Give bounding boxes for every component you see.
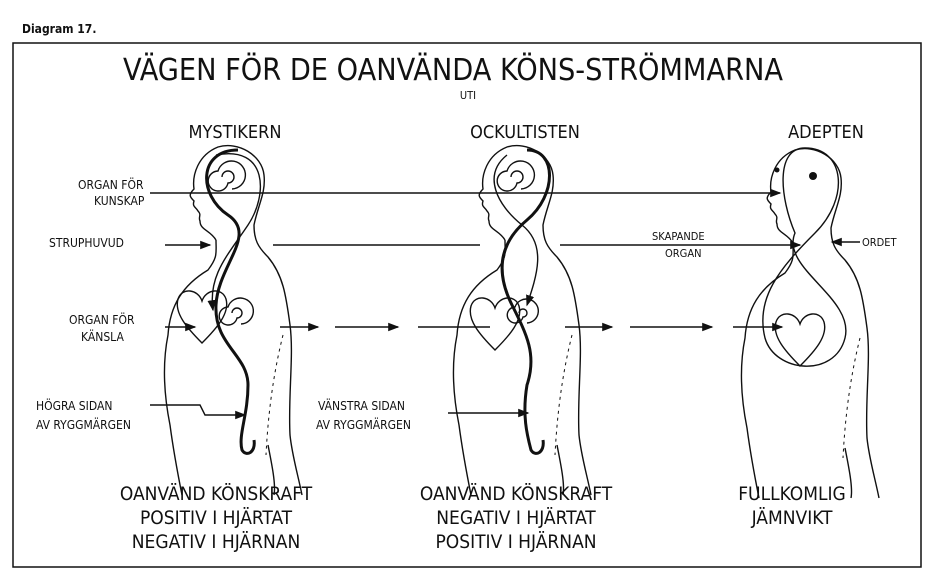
figure-mystikern — [163, 144, 303, 496]
subtitle: UTI — [460, 89, 476, 102]
caption-ockultisten-2: NEGATIV I HJÄRTAT — [436, 506, 596, 529]
heading-mystikern: MYSTIKERN — [188, 122, 281, 143]
label-organ-kunskap: ORGAN FÖR — [78, 176, 144, 192]
label-organ-kansla: ORGAN FÖR — [69, 311, 135, 327]
label-hogra-sidan-2: AV RYGGMÄRGEN — [36, 417, 131, 432]
diagram-label: Diagram 17. — [22, 22, 96, 36]
caption-adepten-1: FULLKOMLIG — [738, 483, 846, 505]
figure-adepten — [740, 147, 880, 499]
caption-mystikern-2: POSITIV I HJÄRTAT — [140, 506, 293, 529]
heading-adepten: ADEPTEN — [788, 122, 864, 143]
caption-ockultisten-3: POSITIV I HJÄRNAN — [435, 530, 596, 553]
frame — [12, 42, 922, 568]
label-organ-kansla-2: KÄNSLA — [81, 329, 124, 344]
label-organ-kunskap-2: KUNSKAP — [94, 194, 145, 208]
caption-mystikern-3: NEGATIV I HJÄRNAN — [132, 530, 301, 553]
title: VÄGEN FÖR DE OANVÄNDA KÖNS-STRÖMMARNA — [123, 52, 784, 88]
line-hogra — [150, 404, 247, 420]
caption-mystikern-1: OANVÄND KÖNSKRAFT — [120, 482, 313, 505]
label-skapande: SKAPANDE — [652, 230, 705, 243]
label-struphuvud: STRUPHUVUD — [49, 236, 124, 250]
label-ordet: ORDET — [862, 236, 898, 249]
label-vanstra-sidan: VÄNSTRA SIDAN — [318, 398, 405, 413]
label-hogra-sidan: HÖGRA SIDAN — [36, 397, 112, 413]
label-skapande-2: ORGAN — [665, 247, 702, 260]
caption-adepten-2: JÄMNVIKT — [751, 506, 833, 529]
caption-ockultisten-1: OANVÄND KÖNSKRAFT — [420, 482, 613, 505]
figure-ockultisten — [452, 144, 592, 496]
heading-ockultisten: OCKULTISTEN — [470, 122, 580, 143]
label-vanstra-sidan-2: AV RYGGMÄRGEN — [316, 417, 411, 432]
